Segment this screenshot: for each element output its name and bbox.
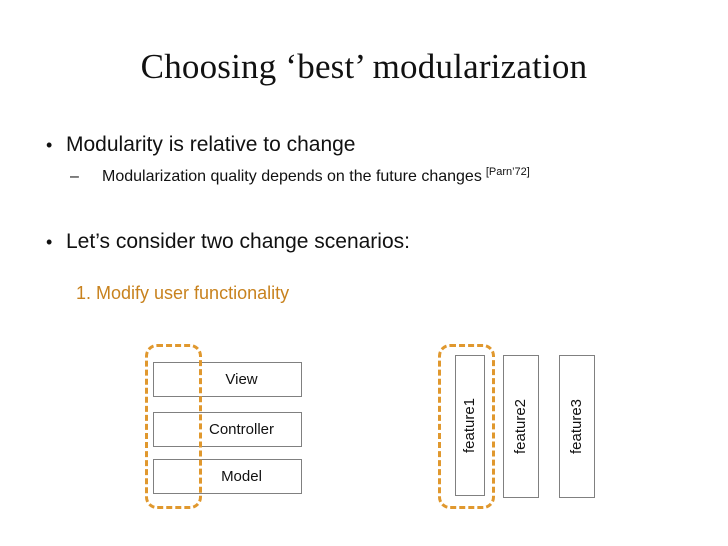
box-feature3-label: feature3 bbox=[568, 398, 586, 455]
bullet-dot-icon: • bbox=[46, 135, 53, 155]
bullet-item-1-label: Modularity is relative to change bbox=[66, 133, 356, 156]
box-model: Model bbox=[153, 459, 302, 494]
bullet-dot-icon: • bbox=[46, 232, 53, 252]
box-feature2-label: feature2 bbox=[512, 398, 530, 455]
box-controller: Controller bbox=[153, 412, 302, 447]
page-title: Choosing ‘best’ modularization bbox=[140, 47, 588, 86]
bullet-item-2-label: Let’s consider two change scenarios: bbox=[66, 230, 410, 253]
box-feature1: feature1 bbox=[455, 355, 485, 496]
bullet-item-1: • Modularity is relative to change bbox=[40, 131, 355, 159]
box-feature1-label: feature1 bbox=[461, 397, 479, 454]
box-feature2: feature2 bbox=[503, 355, 539, 498]
sub-bullet-item-1-text: Modularization quality depends on the fu… bbox=[102, 168, 482, 185]
box-view-label: View bbox=[225, 370, 258, 388]
box-view: View bbox=[153, 362, 302, 397]
sub-bullet-item-1: – Modularization quality depends on the … bbox=[70, 166, 530, 188]
box-feature3: feature3 bbox=[559, 355, 595, 498]
sub-bullet-item-1-label: Modularization quality depends on the fu… bbox=[102, 166, 530, 188]
bullet-dash-icon: – bbox=[70, 168, 79, 185]
box-controller-label: Controller bbox=[208, 420, 275, 438]
citation-reference: [Parn’72] bbox=[485, 165, 530, 178]
bullet-item-2: • Let’s consider two change scenarios: bbox=[40, 228, 410, 256]
scenario-1-label: 1. Modify user functionality bbox=[76, 283, 290, 303]
box-model-label: Model bbox=[221, 467, 262, 485]
